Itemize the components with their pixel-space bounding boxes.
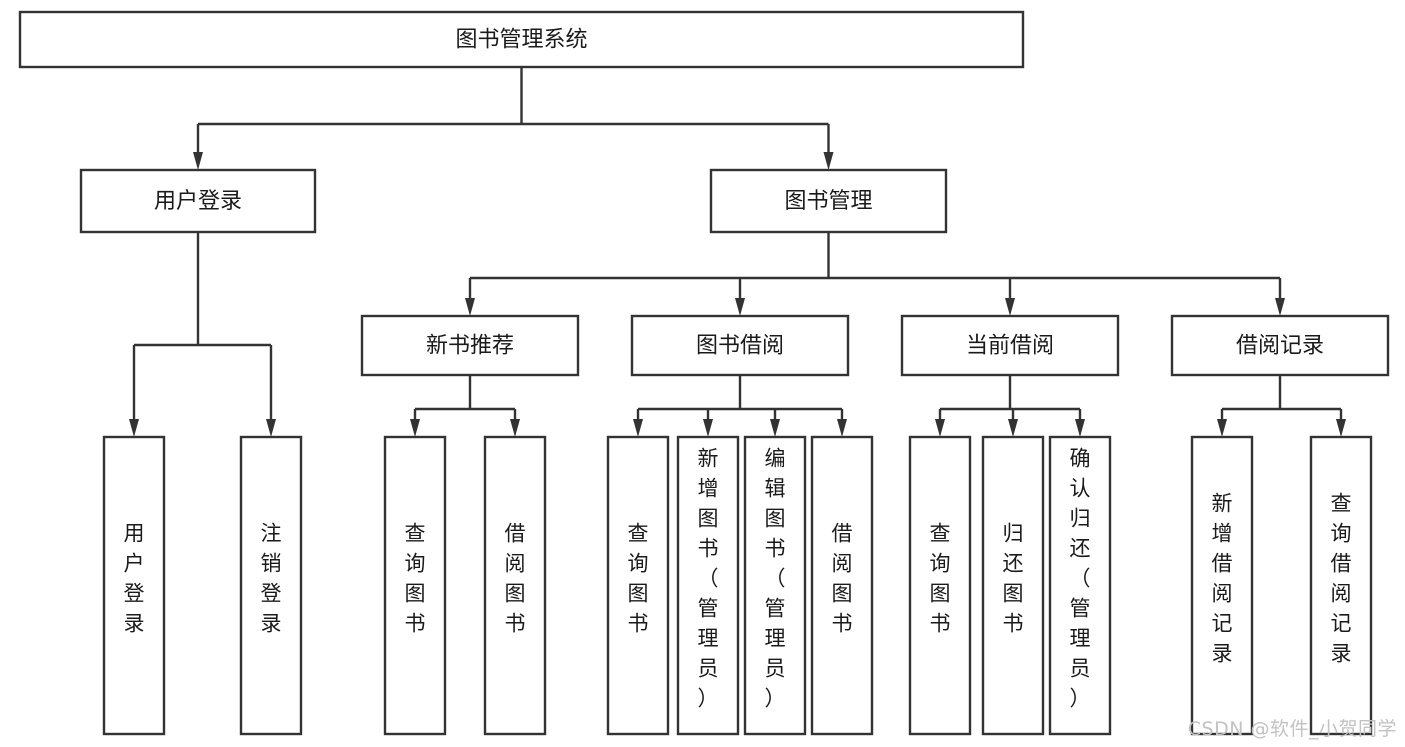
node-leaf-bw-edit[interactable]: 编辑图书（管理员） [743, 435, 807, 736]
node-label: 借阅图书 [505, 522, 526, 636]
node-label: 用户登录 [124, 522, 145, 636]
node-box [239, 435, 303, 736]
node-l3-current[interactable]: 当前借阅 [900, 314, 1120, 377]
node-box [606, 435, 670, 736]
node-leaf-bw-borrow[interactable]: 借阅图书 [810, 435, 874, 736]
edge-arrowhead [735, 298, 745, 316]
edge-arrowhead [935, 419, 945, 437]
node-leaf-nb-query[interactable]: 查询图书 [383, 435, 447, 736]
node-layer: 图书管理系统用户登录图书管理新书推荐图书借阅当前借阅借阅记录用户登录注销登录查询… [18, 10, 1390, 736]
node-box [908, 435, 972, 736]
node-box [981, 435, 1045, 736]
node-leaf-rc-query[interactable]: 查询借阅记录 [1309, 435, 1373, 736]
edge-arrowhead [770, 419, 780, 437]
node-box [810, 435, 874, 736]
edge-arrowhead [703, 419, 713, 437]
node-label: 查询图书 [930, 522, 951, 636]
node-box [676, 435, 740, 736]
edge-arrowhead [465, 298, 475, 316]
node-box [743, 435, 807, 736]
node-l3-borrow[interactable]: 图书借阅 [630, 314, 850, 377]
edge-arrowhead [1275, 298, 1285, 316]
node-box [1170, 314, 1390, 377]
node-leaf-nb-borrow[interactable]: 借阅图书 [483, 435, 547, 736]
edge-arrowhead [633, 419, 643, 437]
watermark: CSDN @软件_小贺同学 [1187, 718, 1397, 740]
node-box [102, 435, 166, 736]
node-l2-book-manage[interactable]: 图书管理 [709, 168, 948, 234]
node-label: 查询图书 [405, 522, 426, 636]
node-label: 编辑图书（管理员） [765, 447, 786, 711]
node-leaf-rc-add[interactable]: 新增借阅记录 [1190, 435, 1254, 736]
edge-arrowhead [129, 419, 139, 437]
node-leaf-cu-query[interactable]: 查询图书 [908, 435, 972, 736]
node-leaf-bw-add[interactable]: 新增图书（管理员） [676, 435, 740, 736]
node-box [383, 435, 447, 736]
node-label: 确认归还（管理员） [1070, 447, 1091, 711]
node-label: 注销登录 [261, 522, 282, 636]
node-box [900, 314, 1120, 377]
node-label: 图书借阅 [696, 334, 784, 359]
node-box [1190, 435, 1254, 736]
edge-arrowhead [1336, 419, 1346, 437]
node-box [709, 168, 948, 234]
node-label: 新增借阅记录 [1212, 492, 1233, 666]
node-label: 归还图书 [1003, 522, 1024, 636]
node-label: 新增图书（管理员） [698, 447, 719, 711]
node-label: 查询借阅记录 [1331, 492, 1352, 666]
edge-arrowhead [510, 419, 520, 437]
node-leaf-user-login[interactable]: 用户登录 [102, 435, 166, 736]
node-box [1048, 435, 1112, 736]
edge-layer [129, 67, 1346, 437]
node-box [1309, 435, 1373, 736]
edge-arrowhead [1075, 419, 1085, 437]
node-box [630, 314, 850, 377]
edge-arrowhead [266, 419, 276, 437]
node-root[interactable]: 图书管理系统 [18, 10, 1025, 69]
node-leaf-logout[interactable]: 注销登录 [239, 435, 303, 736]
edge-arrowhead [193, 152, 203, 170]
node-box [18, 10, 1025, 69]
node-label: 借阅图书 [832, 522, 853, 636]
node-l2-user-login[interactable]: 用户登录 [79, 168, 317, 234]
node-box [360, 314, 580, 377]
node-label: 借阅记录 [1236, 334, 1324, 359]
node-label: 新书推荐 [426, 334, 514, 359]
edge-arrowhead [410, 419, 420, 437]
node-box [79, 168, 317, 234]
node-l3-new-book[interactable]: 新书推荐 [360, 314, 580, 377]
edge-arrowhead [1217, 419, 1227, 437]
edge-arrowhead [837, 419, 847, 437]
edge-arrowhead [823, 152, 834, 170]
edge-arrowhead [1008, 419, 1018, 437]
edge-arrowhead [1005, 298, 1015, 316]
node-leaf-cu-return[interactable]: 归还图书 [981, 435, 1045, 736]
node-label: 当前借阅 [966, 334, 1054, 359]
node-leaf-cu-confirm[interactable]: 确认归还（管理员） [1048, 435, 1112, 736]
node-label: 用户登录 [154, 189, 242, 214]
node-label: 图书管理 [784, 189, 872, 214]
node-leaf-bw-query[interactable]: 查询图书 [606, 435, 670, 736]
node-label: 查询图书 [628, 522, 649, 636]
node-box [483, 435, 547, 736]
node-l3-record[interactable]: 借阅记录 [1170, 314, 1390, 377]
node-label: 图书管理系统 [455, 28, 587, 53]
